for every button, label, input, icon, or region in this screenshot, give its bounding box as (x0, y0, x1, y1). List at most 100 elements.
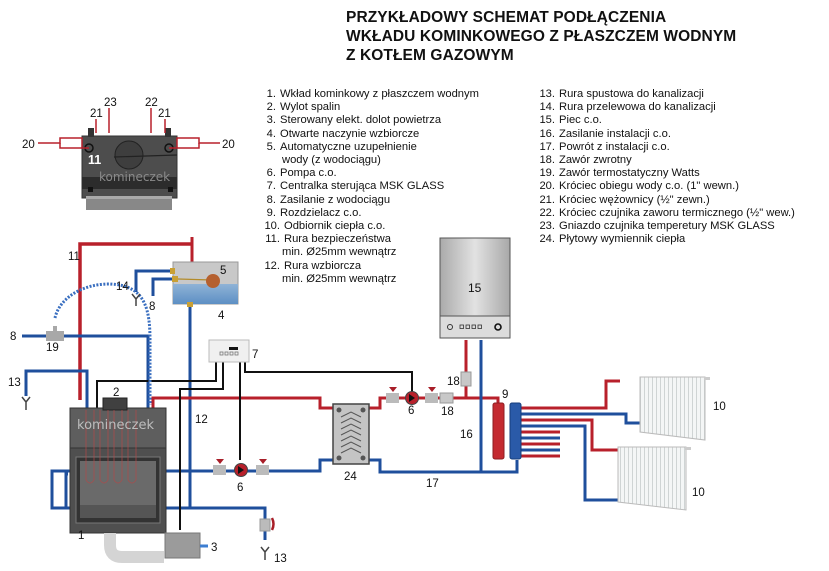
legend-item-number: 7. (266, 180, 276, 193)
legend-item-text: Gniazdo czujnika temperetury MSK GLASS (559, 220, 775, 233)
legend-item-continuation: min. Ø25mm wewnątrz (282, 246, 397, 259)
check-valve-18-horizontal (439, 392, 454, 404)
label-18-vertical: 18 (447, 376, 460, 388)
legend-item: 3. Sterowany elekt. dolot powietrza (262, 114, 479, 127)
legend-item-number: 2. (266, 101, 276, 114)
legend-item: 4.Otwarte naczynie wzbiorcze (262, 128, 479, 141)
label-8-top: 8 (149, 301, 155, 313)
title-line-3: Z KOTŁEM GAZOWYM (346, 47, 514, 64)
legend-item: 22.Króciec czujnika zaworu termicznego (… (537, 206, 795, 220)
legend-item-number: 16. (539, 127, 555, 140)
label-6-top: 6 (408, 405, 414, 417)
legend-item: 23. Gniazdo czujnika temperetury MSK GLAS… (537, 220, 795, 233)
legend-item: 16.Zasilanie instalacji c.o. (537, 128, 795, 141)
legend-item-text: Rura wzbiorcza (284, 259, 362, 272)
legend-item-text: Króciec czujnika zaworu termicznego (½" … (559, 206, 795, 219)
legend-item-number: 21. (539, 193, 555, 206)
label-11: 11 (68, 251, 80, 263)
pump-6-bottom (213, 459, 269, 477)
label-10-bottom: 10 (692, 487, 705, 499)
water-supply-pipe-8-top (151, 277, 174, 296)
label-8-left: 8 (10, 331, 16, 343)
legend-item-text: Sterowany elekt. dolot powietrza (280, 114, 442, 127)
label-20-right: 20 (222, 139, 235, 151)
legend-item-number: 15. (539, 114, 555, 127)
legend-item-text: Zawór zwrotny (559, 154, 632, 167)
hot-pipe-insert-exchanger (151, 396, 333, 410)
legend-item-number: 18. (539, 154, 555, 167)
legend-item: 20. Króciec obiegu wody c.o. (1" wewn.) (537, 180, 795, 193)
insert-top-view: 20 20 21 21 23 22 11 komineczek (22, 97, 235, 210)
return-pipe-17 (369, 458, 519, 474)
label-21-right: 21 (158, 108, 171, 120)
legend-item-number: 10. (264, 220, 280, 233)
spring-hose (53, 282, 152, 405)
legend-item-number: 17. (539, 140, 555, 153)
watermark-insert: komineczek (77, 418, 155, 433)
legend-item-text: Piec c.o. (559, 114, 602, 127)
float-ball-icon (206, 274, 220, 288)
distributor-9 (492, 402, 522, 460)
legend-item-text: Centralka sterująca MSK GLASS (280, 180, 445, 193)
legend-item-text: Wylot spalin (280, 101, 341, 114)
label-21-left: 21 (90, 108, 103, 120)
legend-item-text: Pompa c.o. (280, 167, 337, 180)
legend-item: 5.Automatyczne uzupełnienie (262, 141, 479, 154)
label-1: 1 (78, 530, 84, 542)
expansion-tank (170, 261, 239, 307)
overflow-pipe-14 (134, 269, 172, 292)
diagram-title: PRZYKŁADOWY SCHEMAT PODŁĄCZENIA WKŁADU K… (346, 8, 736, 65)
controller-msk-glass (208, 339, 250, 363)
legend-item-text: Króciec obiegu wody c.o. (1" wewn.) (559, 180, 739, 193)
legend-item-text: Króciec wężownicy (½" zewn.) (559, 193, 710, 206)
title-line-1: PRZYKŁADOWY SCHEMAT PODŁĄCZENIA (346, 9, 667, 26)
legend-item-number: 23. (539, 220, 555, 233)
title-line-2: WKŁADU KOMINKOWEGO Z PŁASZCZEM WODNYM (346, 28, 737, 45)
legend-item: 10. Odbiornik ciepła c.o. (262, 220, 479, 233)
legend-item-text: Odbiornik ciepła c.o. (284, 220, 386, 233)
label-14: 14 (116, 281, 129, 293)
legend-item-number: 14. (539, 101, 555, 114)
legend-item: 12. Rura wzbiorcza (262, 260, 479, 273)
legend-item-text: Rozdzielacz c.o. (280, 206, 362, 219)
label-19: 19 (46, 342, 59, 354)
legend-item-number: 12. (264, 259, 280, 272)
legend-item-number: 20. (539, 180, 555, 193)
label-16: 16 (460, 429, 473, 441)
legend-item-continuation: wody (z wodociągu) (282, 154, 381, 167)
label-11-top: 11 (88, 153, 101, 167)
legend-item-text: Powrót z instalacji c.o. (559, 140, 670, 153)
hot-pipe-exchanger-distributor (369, 396, 500, 410)
legend-item: 24.Płytowy wymiennik ciepła (537, 233, 795, 246)
radiator-10-top (639, 376, 710, 441)
drain-funnel-13-left (21, 396, 31, 410)
label-6-bottom: 6 (237, 482, 243, 494)
legend-item-number: 9. (266, 206, 276, 219)
drain-pipe-13-left (24, 369, 89, 410)
legend-item: 1.Wkład kominkowy z płaszczem wodnym (262, 88, 479, 101)
label-13-left: 13 (8, 377, 21, 389)
legend-item-number: 3. (266, 114, 276, 127)
label-17: 17 (426, 478, 439, 490)
label-15: 15 (468, 281, 482, 295)
legend-item-text: Zasilanie z wodociągu (280, 193, 391, 206)
water-supply-pipe-8 (22, 334, 150, 410)
check-valve-18-vertical (460, 371, 472, 387)
label-2: 2 (113, 387, 119, 399)
legend-item-number: 13. (539, 88, 555, 100)
label-20-left: 20 (22, 139, 35, 151)
legend-item-text: Rura bezpieczeństwa (284, 233, 391, 246)
legend-item: 17. Powrót z instalacji c.o. (537, 141, 795, 154)
legend-item-text: Rura przelewowa do kanalizacji (559, 101, 716, 114)
legend-item-number: 8. (266, 193, 276, 206)
legend-item: 9. Rozdzielacz c.o. (262, 207, 479, 220)
fireplace-insert: komineczek (69, 397, 208, 563)
label-23: 23 (104, 97, 117, 109)
legend-item-number: 11. (265, 233, 280, 246)
legend-item-number: 19. (539, 167, 555, 180)
legend-item: 13.Rura spustowa do kanalizacji (537, 88, 795, 101)
legend-item: 7. Centralka sterująca MSK GLASS (262, 180, 479, 193)
legend-item: 15. Piec c.o. (537, 114, 795, 127)
legend-item: 14. Rura przelewowa do kanalizacji (537, 101, 795, 114)
